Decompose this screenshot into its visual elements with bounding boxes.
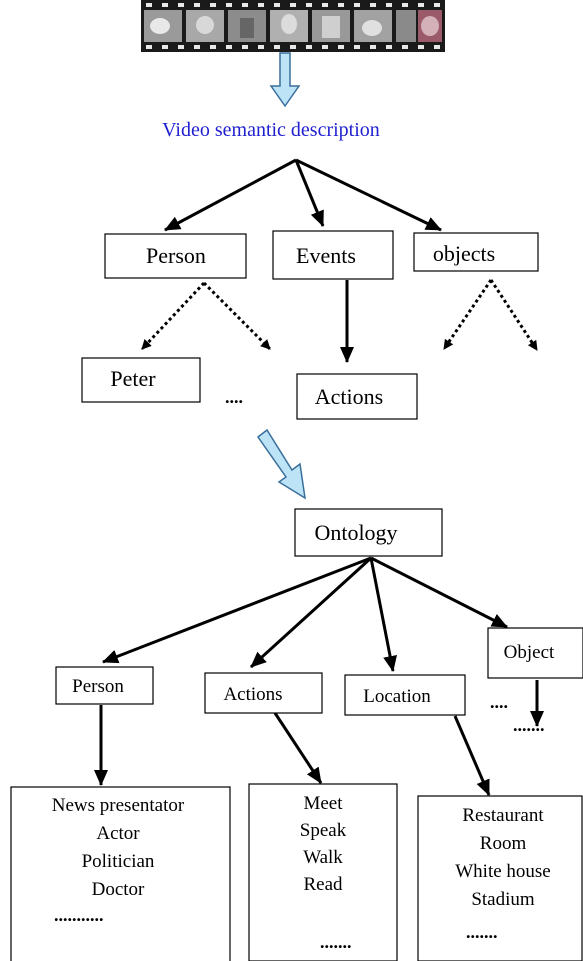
actions-items-box: Meet Speak Walk Read .......: [248, 783, 398, 961]
person-item: Actor: [96, 823, 140, 844]
peter-label: Peter: [110, 366, 156, 391]
video-filmstrip-image: [141, 0, 445, 52]
top-person-box: Person: [104, 233, 247, 279]
location-items-more: .......: [466, 922, 498, 942]
diagram-title: Video semantic description: [162, 119, 380, 141]
top-objects-box: objects: [413, 232, 539, 272]
ontology-location-box: Location: [344, 674, 466, 716]
actions-item: Speak: [300, 820, 347, 841]
actions-item: Read: [303, 874, 343, 895]
ontology-connectors: [94, 556, 544, 796]
location-ellipsis: ....: [490, 692, 508, 712]
location-item: Stadium: [471, 889, 535, 910]
ontology-actions-label: Actions: [223, 684, 282, 705]
top-events-label: Events: [296, 243, 356, 268]
ontology-diagonal-arrow: [256, 428, 306, 500]
person-items-box: News presentator Actor Politician Doctor…: [10, 786, 231, 961]
ontology-person-label: Person: [72, 676, 124, 697]
dotted-connectors: [140, 279, 539, 351]
top-person-label: Person: [146, 243, 206, 268]
actions-items-more: .......: [320, 932, 352, 952]
actions-item: Meet: [303, 793, 343, 814]
peter-box: Peter: [81, 357, 201, 403]
person-item: News presentator: [52, 795, 185, 816]
top-objects-label: objects: [433, 241, 495, 266]
ontology-root-label: Ontology: [314, 520, 397, 545]
actions-item: Walk: [303, 847, 343, 868]
top-actions-label: Actions: [315, 384, 383, 409]
ontology-location-label: Location: [363, 686, 431, 707]
person-item: Doctor: [92, 879, 145, 900]
top-tree-connectors: [164, 158, 442, 363]
location-item: Restaurant: [462, 805, 544, 826]
ontology-object-box: Object: [487, 627, 583, 679]
top-events-box: Events: [272, 230, 394, 280]
top-actions-box: Actions: [296, 373, 418, 420]
filmstrip-down-arrow: [269, 52, 301, 108]
ontology-root-box: Ontology: [294, 508, 443, 557]
ontology-object-label: Object: [504, 642, 555, 663]
location-item: Room: [480, 833, 527, 854]
location-items-box: Restaurant Room White house Stadium ....…: [417, 795, 583, 961]
location-item: White house: [455, 861, 551, 882]
ontology-actions-box: Actions: [204, 672, 323, 714]
object-ellipsis: .......: [513, 715, 545, 735]
ontology-person-box: Person: [55, 666, 154, 705]
person-item: Politician: [82, 851, 155, 872]
person-items-more: ...........: [54, 905, 104, 925]
peter-ellipsis: ....: [225, 387, 243, 407]
